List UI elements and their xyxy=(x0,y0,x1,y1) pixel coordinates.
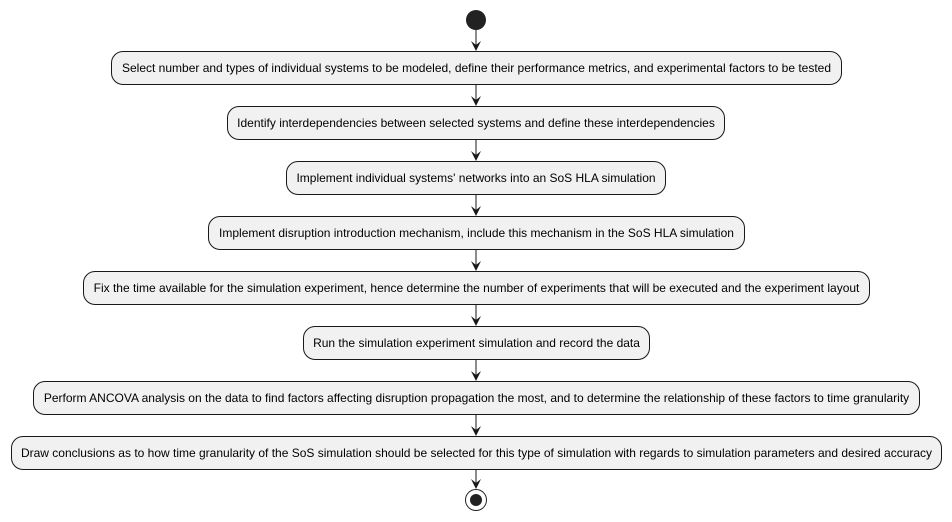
flow-arrow xyxy=(471,470,481,489)
step-run-experiment: Run the simulation experiment simulation… xyxy=(303,326,650,360)
flow-arrow xyxy=(471,140,481,161)
flow-arrow xyxy=(471,415,481,436)
step-ancova-analysis: Perform ANCOVA analysis on the data to f… xyxy=(33,381,920,415)
step-draw-conclusions: Draw conclusions as to how time granular… xyxy=(11,436,942,470)
step-identify-interdependencies: Identify interdependencies between selec… xyxy=(227,106,725,140)
step-select-systems: Select number and types of individual sy… xyxy=(111,51,842,85)
flow-arrow xyxy=(471,30,481,51)
end-node-inner xyxy=(470,494,482,506)
flow-arrow xyxy=(471,250,481,271)
flow-arrow xyxy=(471,195,481,216)
end-node xyxy=(465,489,487,511)
step-implement-disruption: Implement disruption introduction mechan… xyxy=(208,216,745,250)
flow-arrow xyxy=(471,85,481,106)
flow-arrow xyxy=(471,360,481,381)
step-implement-networks: Implement individual systems' networks i… xyxy=(286,161,666,195)
step-fix-time: Fix the time available for the simulatio… xyxy=(83,271,870,305)
start-node xyxy=(466,10,486,30)
flow-arrow xyxy=(471,305,481,326)
